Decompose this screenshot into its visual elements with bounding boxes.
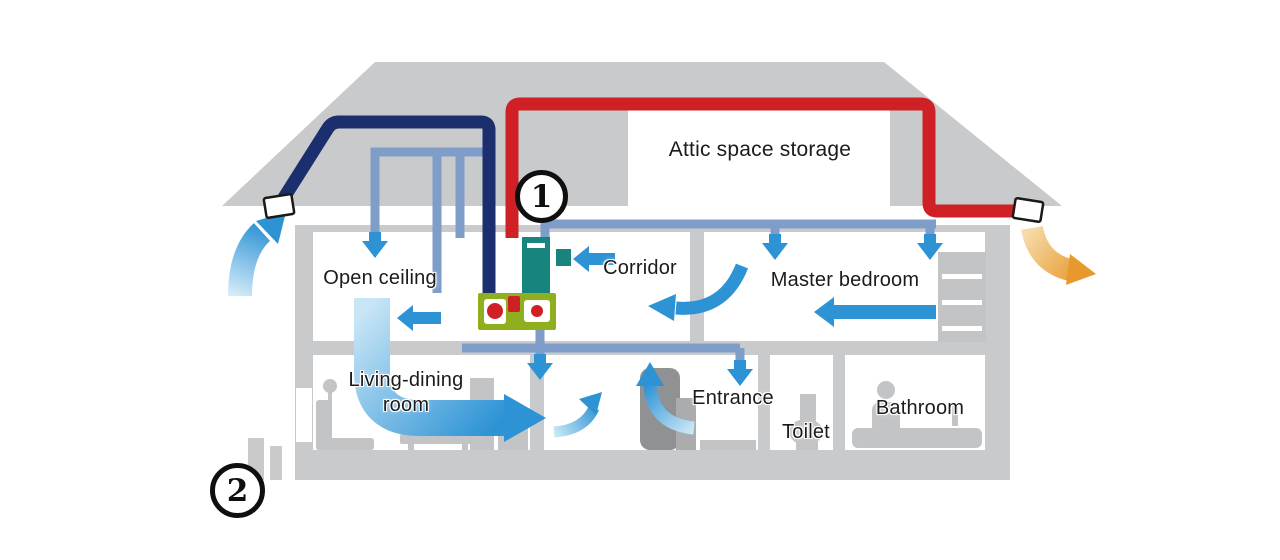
bather-head <box>877 381 895 399</box>
arrow-curve-living-exit <box>553 405 600 438</box>
attic-label: Attic space storage <box>668 138 852 161</box>
attic-storage-box <box>628 108 890 206</box>
toilet-tank <box>800 394 816 422</box>
arrow-curve-entrance-head <box>636 362 664 386</box>
unit-fan-left <box>487 303 503 319</box>
corridor-label: Corridor <box>603 257 677 279</box>
arrow-down-entrance <box>727 360 753 386</box>
toilet-bowl <box>789 419 823 445</box>
duct-ceiling-main <box>540 219 936 239</box>
bathroom-label: Bathroom <box>875 397 965 419</box>
airflow-arrows <box>228 212 943 442</box>
ventilation-units <box>478 237 571 330</box>
entrance-step <box>700 440 756 450</box>
intake-vent <box>262 192 296 220</box>
arrow-curve-living-exit-head <box>579 392 602 415</box>
bedroom-shelf-slit-2 <box>942 300 982 305</box>
sofa-seat <box>316 438 374 450</box>
entrance-label: Entrance <box>692 387 774 409</box>
bather-body <box>872 402 900 434</box>
duct-lines <box>370 147 936 362</box>
bedroom-shelf-slit-3 <box>942 326 982 331</box>
living-dining-label-line1: Living-dining <box>348 369 464 391</box>
arrow-left-open-ceiling <box>397 305 441 331</box>
toilet-label: Toilet <box>782 421 830 443</box>
open-ceiling-label: Open ceiling <box>323 267 437 289</box>
exhaust-vent <box>1011 196 1045 224</box>
arrow-curve-master-to-corridor <box>675 263 749 315</box>
table-leg-2 <box>462 444 468 450</box>
master-bedroom-label: Master bedroom <box>770 269 920 291</box>
arrow-left-master-bedroom <box>814 297 936 327</box>
sofa-back <box>316 400 332 450</box>
exhaust-arrow <box>1021 225 1096 285</box>
living-dining-label-line2: room <box>382 394 430 416</box>
bathtub <box>852 428 982 448</box>
unit-motor-red <box>508 296 520 312</box>
window-left-wall <box>296 388 312 442</box>
unit-fan-right <box>531 305 543 317</box>
arrow-curve-entrance-up <box>643 383 695 435</box>
toilet-base <box>796 440 818 450</box>
eave-vents <box>262 192 1045 224</box>
duct-open-ceiling-riser <box>370 147 490 236</box>
unit-duct-box-teal-slit <box>527 243 545 248</box>
arrow-down-master-2 <box>917 234 943 260</box>
arrow-down-open-ceiling <box>362 232 388 258</box>
marker-1-badge: 1 <box>515 170 568 223</box>
living-dining-label: Living-dining room <box>322 368 490 418</box>
main-pipes <box>274 97 1023 296</box>
arrow-flow-living-dining <box>354 298 506 436</box>
arrow-exhaust-head <box>1066 254 1096 285</box>
arrow-exhaust-outside <box>1021 225 1074 281</box>
table-leg-1 <box>408 444 414 450</box>
exterior-step-block-2 <box>270 446 282 480</box>
dining-table <box>400 434 478 444</box>
bedroom-shelf-slit-1 <box>942 274 982 279</box>
supply-pipe-navy <box>274 115 496 296</box>
arrow-flow-living-dining-head <box>504 394 546 442</box>
bath-faucet <box>952 406 958 426</box>
arrow-left-corridor <box>573 246 615 272</box>
exhaust-pipe-red <box>505 97 1023 238</box>
arrow-intake-head <box>256 212 286 244</box>
arrow-intake-outside <box>228 223 271 297</box>
arrow-down-master-1 <box>762 234 788 260</box>
corridor-vent-box-teal <box>556 249 571 266</box>
floor-lamp-icon <box>323 379 337 393</box>
marker-2-badge: 2 <box>210 463 265 518</box>
arrow-curve-master-head <box>648 294 676 321</box>
arrow-down-lower-hall <box>527 354 553 380</box>
floor-lamp-pole <box>328 390 332 404</box>
